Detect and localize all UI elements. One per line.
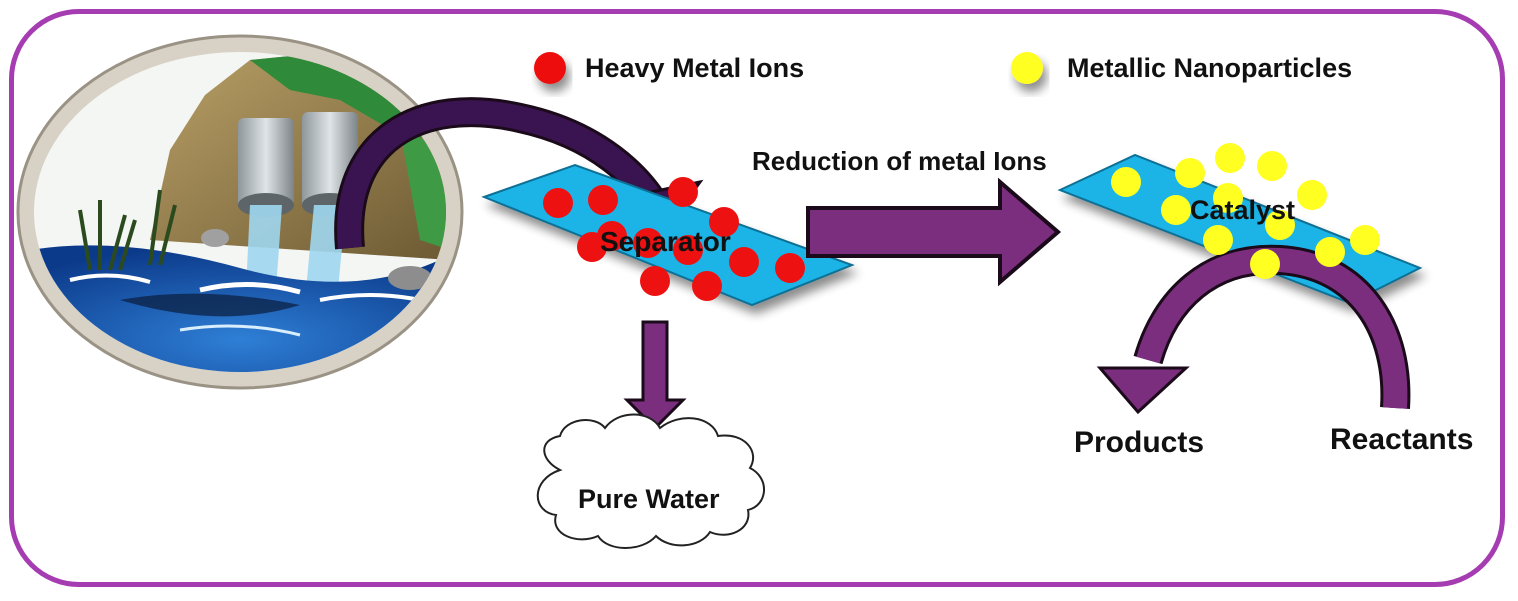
legend-metallic-nanoparticles-label: Metallic Nanoparticles [1067,53,1353,83]
products-label: Products [1074,426,1205,459]
catalytic-cycle-arrow [1136,247,1408,409]
down-arrow-to-pure-water [623,320,687,431]
pipe-left [238,118,294,208]
catalytic-cycle-arrow-head [1096,366,1190,415]
curved-arrow-to-separator [337,100,666,250]
catalyst-label: Catalyst [1190,195,1296,225]
legend-heavy-metal-ions-label: Heavy Metal Ions [585,53,805,83]
reduction-label: Reduction of metal Ions [752,146,1047,176]
reduction-arrow [806,177,1062,287]
catalyst-nanoparticle-dots [1111,143,1380,279]
separator-ion-dots [543,177,805,301]
legend-nanoparticle-dot [1011,52,1043,84]
separator-label: Separator [600,226,731,257]
legend-heavy-metal-ion-dot [534,52,566,84]
pure-water-label: Pure Water [578,484,720,514]
reactants-label: Reactants [1330,423,1474,456]
pure-water-cloud [536,413,765,549]
wastewater-illustration [16,34,464,390]
